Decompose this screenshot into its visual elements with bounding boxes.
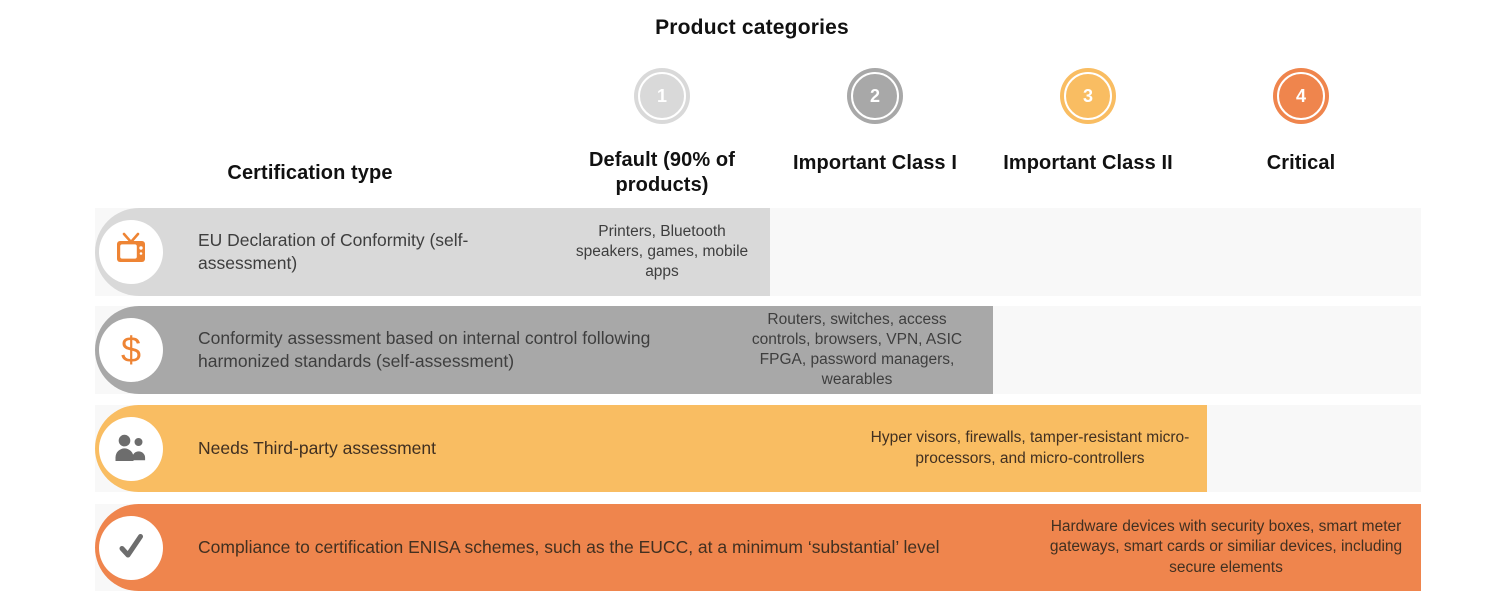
check-icon bbox=[114, 530, 148, 567]
category-badge-2-number: 2 bbox=[851, 72, 899, 120]
row-3-products: Hyper visors, firewalls, tamper-resistan… bbox=[870, 429, 1190, 467]
tv-icon bbox=[112, 232, 150, 273]
category-badge-3-number: 3 bbox=[1064, 72, 1112, 120]
row-4-bar bbox=[95, 504, 1421, 591]
row-2-certification-type: Conformity assessment based on internal … bbox=[198, 328, 651, 371]
column-header-default: Default (90% of products) bbox=[589, 149, 735, 196]
row-3-certification-type: Needs Third-party assessment bbox=[198, 438, 436, 459]
column-header-critical: Critical bbox=[1266, 152, 1336, 174]
row-3-bar bbox=[95, 405, 1207, 492]
column-header-certification-type: Certification type bbox=[227, 162, 393, 184]
row-1-certification-type: EU Declaration of Conformity (self-asses… bbox=[198, 230, 469, 273]
row-4-products: Hardware devices with security boxes, sm… bbox=[1049, 518, 1403, 576]
dollar-icon: $ bbox=[120, 329, 142, 370]
row-4-certification-type: Compliance to certification ENISA scheme… bbox=[198, 537, 940, 558]
row-1-icon-circle bbox=[99, 220, 163, 284]
category-badge-3: 3 bbox=[1060, 68, 1116, 124]
row-3-icon-circle bbox=[99, 417, 163, 481]
row-2-bar bbox=[95, 306, 993, 394]
row-2-products: Routers, switches, access controls, brow… bbox=[751, 310, 963, 389]
column-header-important-class-2: Important Class II bbox=[1003, 152, 1173, 174]
people-icon bbox=[112, 432, 150, 467]
category-badge-1: 1 bbox=[634, 68, 690, 124]
row-4-icon-circle bbox=[99, 516, 163, 580]
category-badge-4-number: 4 bbox=[1277, 72, 1325, 120]
column-header-important-class-1: Important Class I bbox=[793, 152, 957, 174]
category-badge-1-number: 1 bbox=[638, 72, 686, 120]
category-badge-2: 2 bbox=[847, 68, 903, 124]
page-title: Product categories bbox=[655, 16, 849, 39]
category-badge-4: 4 bbox=[1273, 68, 1329, 124]
row-2-icon-circle: $ bbox=[99, 318, 163, 382]
row-1-bar bbox=[95, 208, 770, 296]
row-1-products: Printers, Bluetooth speakers, games, mob… bbox=[575, 222, 749, 281]
